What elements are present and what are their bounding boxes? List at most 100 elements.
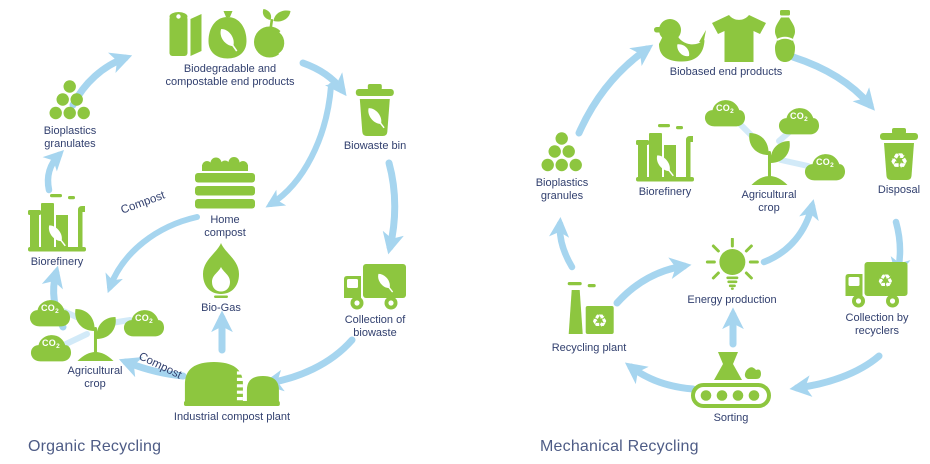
label-line: Biowaste bin: [343, 140, 407, 152]
conveyor-sorting-icon: [691, 352, 771, 408]
organic-arrows: [41, 52, 404, 392]
node-label: Collection of biowaste: [345, 314, 406, 340]
factory-leaf-icon: [28, 194, 86, 252]
label-line: Biorefinery: [638, 186, 692, 198]
node-label: Recycling plant: [552, 342, 627, 355]
arrow-industrial-to-crop: [118, 356, 187, 380]
arrow-energy-to-crop: [760, 199, 819, 266]
label-line: Sorting: [713, 412, 749, 424]
truck-recycle-icon: ♻: [845, 262, 908, 308]
granules-pyramid-icon: [541, 132, 583, 172]
node-label: Agricultural crop: [741, 189, 796, 215]
granules-pyramid-icon: [49, 80, 91, 120]
node-biobased-end-products: Biobased end products: [654, 10, 798, 79]
co2-cloud: CO2: [704, 98, 746, 128]
node-industrial-compost-plant: Industrial compost plant: [174, 354, 290, 424]
cloud-icon: [704, 100, 746, 127]
film-roll-icon: [169, 12, 201, 56]
svg-text:♻: ♻: [592, 311, 608, 332]
label-line: granules: [540, 189, 584, 202]
waste-bag-leaf-icon: [208, 11, 246, 59]
tshirt-icon: [712, 15, 766, 62]
label-line: Agricultural: [67, 365, 123, 377]
duck-leaf-icon: [654, 19, 706, 62]
svg-text:♻: ♻: [878, 271, 894, 292]
co2-text: CO2: [789, 111, 809, 123]
node-recycling-plant: ♻ Recycling plant: [552, 282, 627, 355]
node-label: Energy production: [687, 294, 776, 307]
co2-text: CO2: [815, 157, 835, 169]
arrow-biorefinery-to-granulates: [42, 150, 64, 194]
organic-cycle-title: Organic Recycling: [28, 438, 162, 455]
node-label: Biowaste bin: [344, 140, 406, 153]
node-label: Home compost: [204, 214, 246, 240]
node-organic-end-products: Biodegradable and compostable end produc…: [165, 9, 295, 89]
label-line: crop: [84, 377, 106, 390]
node-label: Bioplastics granulates: [44, 125, 97, 151]
label-line: compostable end products: [165, 75, 295, 88]
apple-sprout-icon: [253, 9, 290, 58]
node-label: Biobased end products: [670, 66, 783, 79]
truck-leaf-icon: [344, 264, 406, 310]
cloud-icon: [123, 310, 165, 337]
bin-leaf-icon: [356, 84, 394, 136]
arrow-plant-to-granules: [549, 216, 576, 271]
node-energy-production: Energy production: [687, 238, 777, 307]
node-collection-by-recyclers: ♻ Collection by recyclers: [845, 262, 909, 338]
label-line: Recycling plant: [551, 342, 627, 354]
cloud-icon: [778, 108, 820, 135]
factory-leaf-icon: [636, 124, 694, 182]
mechanical-cycle-title: Mechanical Recycling: [540, 438, 699, 455]
label-line: granulates: [44, 137, 96, 150]
plant-recycle-icon: ♻: [568, 282, 614, 334]
label-line: Bio-Gas: [201, 302, 241, 314]
end-products-icons: [168, 9, 292, 59]
node-organic-agricultural-crop: Agricultural crop: [67, 301, 123, 391]
co2-cloud: CO2: [804, 152, 846, 182]
seedling-icon: [748, 133, 790, 185]
label-line: Collection of: [344, 314, 406, 326]
node-organic-biorefinery: Biorefinery: [26, 194, 88, 269]
co2-cloud: CO2: [778, 106, 820, 136]
arrow-products-to-disposal: [789, 53, 875, 111]
arrow-home-compost-to-crop: [105, 214, 200, 294]
node-label: Biorefinery: [639, 186, 692, 199]
label-line: Industrial compost plant: [173, 411, 291, 423]
node-label: Sorting: [714, 412, 749, 425]
node-bioplastics-granulates: Bioplastics granulates: [44, 80, 97, 151]
label-line: Agricultural: [741, 189, 797, 201]
node-mechanical-agricultural-crop: Agricultural crop: [741, 125, 797, 215]
label-line: Bioplastics: [43, 125, 97, 137]
node-collection-of-biowaste: Collection of biowaste: [344, 264, 406, 340]
co2-cloud: CO2: [29, 298, 71, 328]
co2-text: CO2: [134, 313, 154, 325]
cloud-icon: [29, 300, 71, 327]
label-line: Biodegradable and: [183, 63, 277, 75]
label-line: compost: [204, 226, 246, 239]
label-line: Biorefinery: [30, 256, 84, 268]
flame-icon: [203, 243, 239, 298]
seedling-icon: [74, 309, 116, 361]
label-line: Collection by: [845, 312, 909, 324]
arrow-bin-to-home-compost: [265, 83, 334, 208]
arrow-collection-to-industrial: [261, 336, 356, 392]
cloud-icon: [804, 154, 846, 181]
node-mechanical-biorefinery: Biorefinery: [634, 124, 696, 199]
arrow-products-to-bin: [299, 59, 347, 97]
arrow-bin-to-collection: [382, 159, 404, 255]
node-bio-gas: Bio-Gas: [201, 243, 241, 315]
node-label: Bio-Gas: [201, 302, 241, 315]
node-label: Bioplastics granules: [536, 177, 589, 203]
label-line: Disposal: [877, 184, 921, 196]
bin-recycle-icon: ♻: [880, 128, 918, 180]
node-biowaste-bin: Biowaste bin: [344, 84, 406, 153]
label-line: Bioplastics: [535, 177, 589, 189]
bottle-icon: [775, 10, 795, 62]
label-line: biowaste: [353, 326, 397, 339]
label-line: Biobased end products: [669, 66, 783, 78]
co2-text: CO2: [715, 103, 735, 115]
node-bioplastics-granules: Bioplastics granules: [536, 132, 589, 203]
node-label: Disposal: [878, 184, 920, 197]
compost-heap-icon: [195, 157, 255, 209]
arrow-granules-to-products: [575, 44, 654, 137]
